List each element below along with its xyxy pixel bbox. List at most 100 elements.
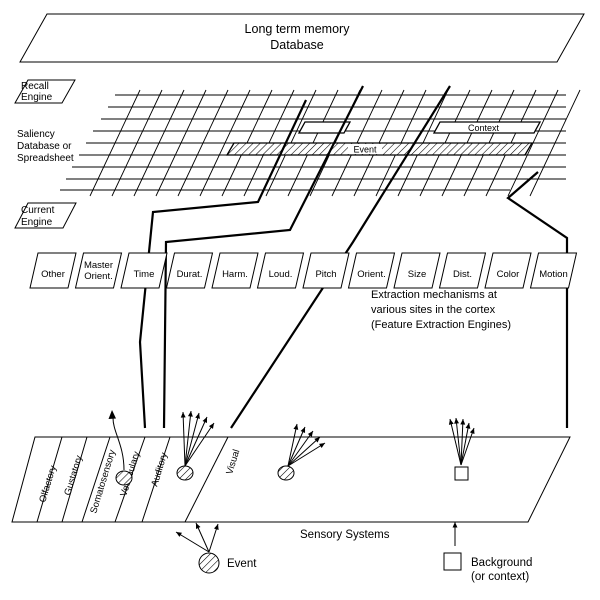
arrow [184,412,200,467]
grid-column-line [177,89,229,197]
grid-column-line [199,89,251,197]
memory-title-line2: Database [270,38,324,52]
grid-column-line [155,89,207,197]
arrow [208,523,219,553]
grid-column-line [507,89,559,197]
arrow [287,436,321,467]
feature-engine-frame [29,252,77,289]
grid-column-line [133,89,185,197]
legend-background-line1: Background [471,557,532,569]
arrow [448,418,462,466]
feature-engine-frame [211,252,259,289]
feature-engine-label: Orient. [84,271,113,282]
feature-engine-label: Harm. [222,269,248,280]
feature-engine-label: Orient. [357,269,386,280]
feature-engine: Loud. [256,252,305,289]
legend-event-label: Event [227,558,257,570]
feature-engine: Motion [529,252,578,289]
arrow [454,417,462,466]
arrow [287,423,299,467]
current-engine-line1: Current [21,205,55,216]
feature-engine: Dist. [438,252,487,289]
arrow [184,416,208,467]
feature-engine-label: Master [84,260,113,271]
recall-engine-line1: Recall [21,81,49,92]
saliency-label-line2: Database or [17,141,72,152]
memory-title-line1: Long term memory [245,22,351,36]
feature-engine-frame [393,252,441,289]
visual-background-marker [454,466,469,481]
feature-engine-frame [165,252,214,289]
somatosensory-event-marker [115,470,133,486]
event-label: Event [353,145,377,155]
sensory-systems-plane: Sensory Systems [11,436,571,541]
somatosensory-arrow [108,410,125,471]
feature-engine-frame [120,252,168,289]
feature-engine-label: Time [134,269,155,280]
feature-engine-frame [438,252,487,289]
legend-event-circle [198,552,220,574]
feature-engine-frame [302,252,350,289]
feature-engine: Other [29,252,77,289]
legend-background-line2: (or context) [471,571,529,583]
recall-engine-line2: Engine [21,92,53,103]
saliency-label-line3: Spreadsheet [17,153,74,164]
extraction-caption-line2: various sites in the cortex [371,304,496,316]
recall-engine-box: Recall Engine [14,79,76,104]
current-engine-box: Current Engine [14,202,77,229]
saliency-label-line1: Saliency [17,129,55,140]
sensory-markers [115,465,469,486]
feature-engine-label: Size [408,269,426,280]
context-label: Context [468,123,500,133]
extraction-caption: Extraction mechanisms at various sites i… [371,289,511,331]
arrow [460,427,475,466]
extraction-caption-line3: (Feature Extraction Engines) [371,319,511,331]
arrow [287,430,314,467]
feature-engine-frame [529,252,578,289]
arrow [460,422,471,466]
arrow [180,411,186,467]
arrow [452,522,458,546]
context-cell: Context [432,121,542,134]
legend-background-square [443,552,462,571]
arrow [460,418,466,466]
extraction-caption-line1: Extraction mechanisms at [371,289,497,301]
feature-engine-label: Motion [539,269,568,280]
current-engine-line2: Engine [21,217,53,228]
feature-engine-frame [256,252,305,289]
feature-engine-label: Dist. [453,269,472,280]
legend: Event Background (or context) [198,552,532,583]
feature-engine: Pitch [302,252,350,289]
feature-engine: Durat. [165,252,214,289]
feature-engine-frame [484,252,532,289]
long-term-memory-database: Long term memory Database [19,13,585,63]
arrow [195,522,210,553]
grid-column-line [89,89,141,197]
arrow [184,422,215,467]
arrow [175,531,210,553]
feature-engine: Time [120,252,168,289]
feature-engine-label: Loud. [269,269,293,280]
feature-engine: Harm. [211,252,259,289]
event-row: Event [225,121,534,156]
auditory-event-marker [176,465,194,481]
sensory-systems-label: Sensory Systems [300,529,390,541]
feature-engine: Color [484,252,532,289]
feature-engine-label: Durat. [177,269,203,280]
feature-engine-frame [347,252,396,289]
grid-column-line [111,89,163,197]
arrow [184,410,193,467]
visual-event-marker [277,465,295,481]
feature-engine-frame [74,252,123,289]
saliency-label: Saliency Database or Spreadsheet [17,129,74,164]
feature-engine-label: Pitch [315,269,336,280]
feature-engine: Orient. [347,252,396,289]
feature-engine-label: Color [497,269,520,280]
arrow [287,426,306,467]
feature-engine: Size [393,252,441,289]
connection-lines [138,85,569,429]
arrow [287,442,326,467]
